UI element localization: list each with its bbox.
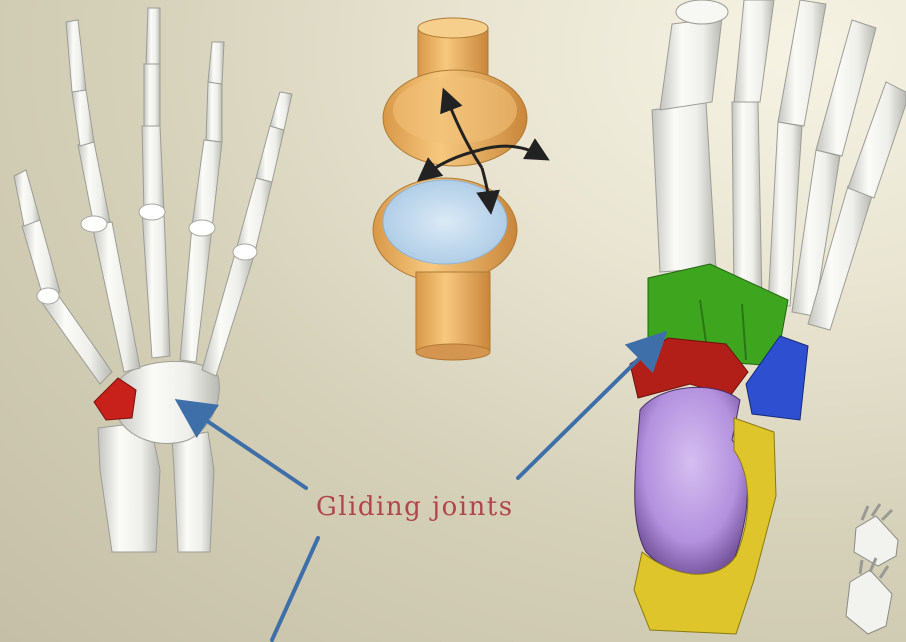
middle-phalanx-dist	[146, 8, 160, 64]
thumb-metacarpal	[40, 292, 112, 384]
index-phalanx-prox	[78, 142, 110, 226]
hand-skeleton	[14, 8, 292, 552]
hallux-metatarsal	[652, 102, 716, 272]
thumb-phalanx-dist	[14, 170, 40, 226]
slide-caption: Gliding joints	[316, 492, 514, 522]
lower-cylinder	[416, 272, 490, 352]
ring-phalanx-dist	[208, 42, 224, 84]
second-metatarsal	[732, 102, 762, 300]
arrow-lower-tail	[272, 538, 318, 640]
hallux-phalanx	[660, 18, 722, 110]
little-phalanx-dist	[270, 92, 292, 130]
little-metacarpal	[202, 250, 254, 376]
plane-joint-model	[373, 18, 542, 360]
ring-phalanx-prox	[192, 140, 222, 228]
middle-phalanx-mid	[144, 64, 160, 126]
index-metacarpal	[92, 222, 140, 372]
pointer-arrows	[188, 342, 656, 640]
third-phalanx	[778, 0, 826, 126]
ulna-bone	[172, 432, 214, 552]
little-phalanx-mid	[256, 126, 284, 182]
talus-bone	[635, 387, 748, 575]
index-phalanx-mid	[72, 90, 94, 146]
ring-metacarpal	[180, 226, 212, 362]
middle-metacarpal	[142, 212, 170, 358]
index-phalanx-dist	[66, 20, 86, 92]
thumb-phalanx-prox	[22, 220, 60, 300]
second-phalanx	[734, 0, 774, 102]
middle-phalanx-prox	[142, 126, 164, 212]
skeleton-thumbnail	[846, 504, 898, 634]
ring-phalanx-mid	[206, 82, 222, 142]
arrow-to-foot	[518, 342, 656, 478]
